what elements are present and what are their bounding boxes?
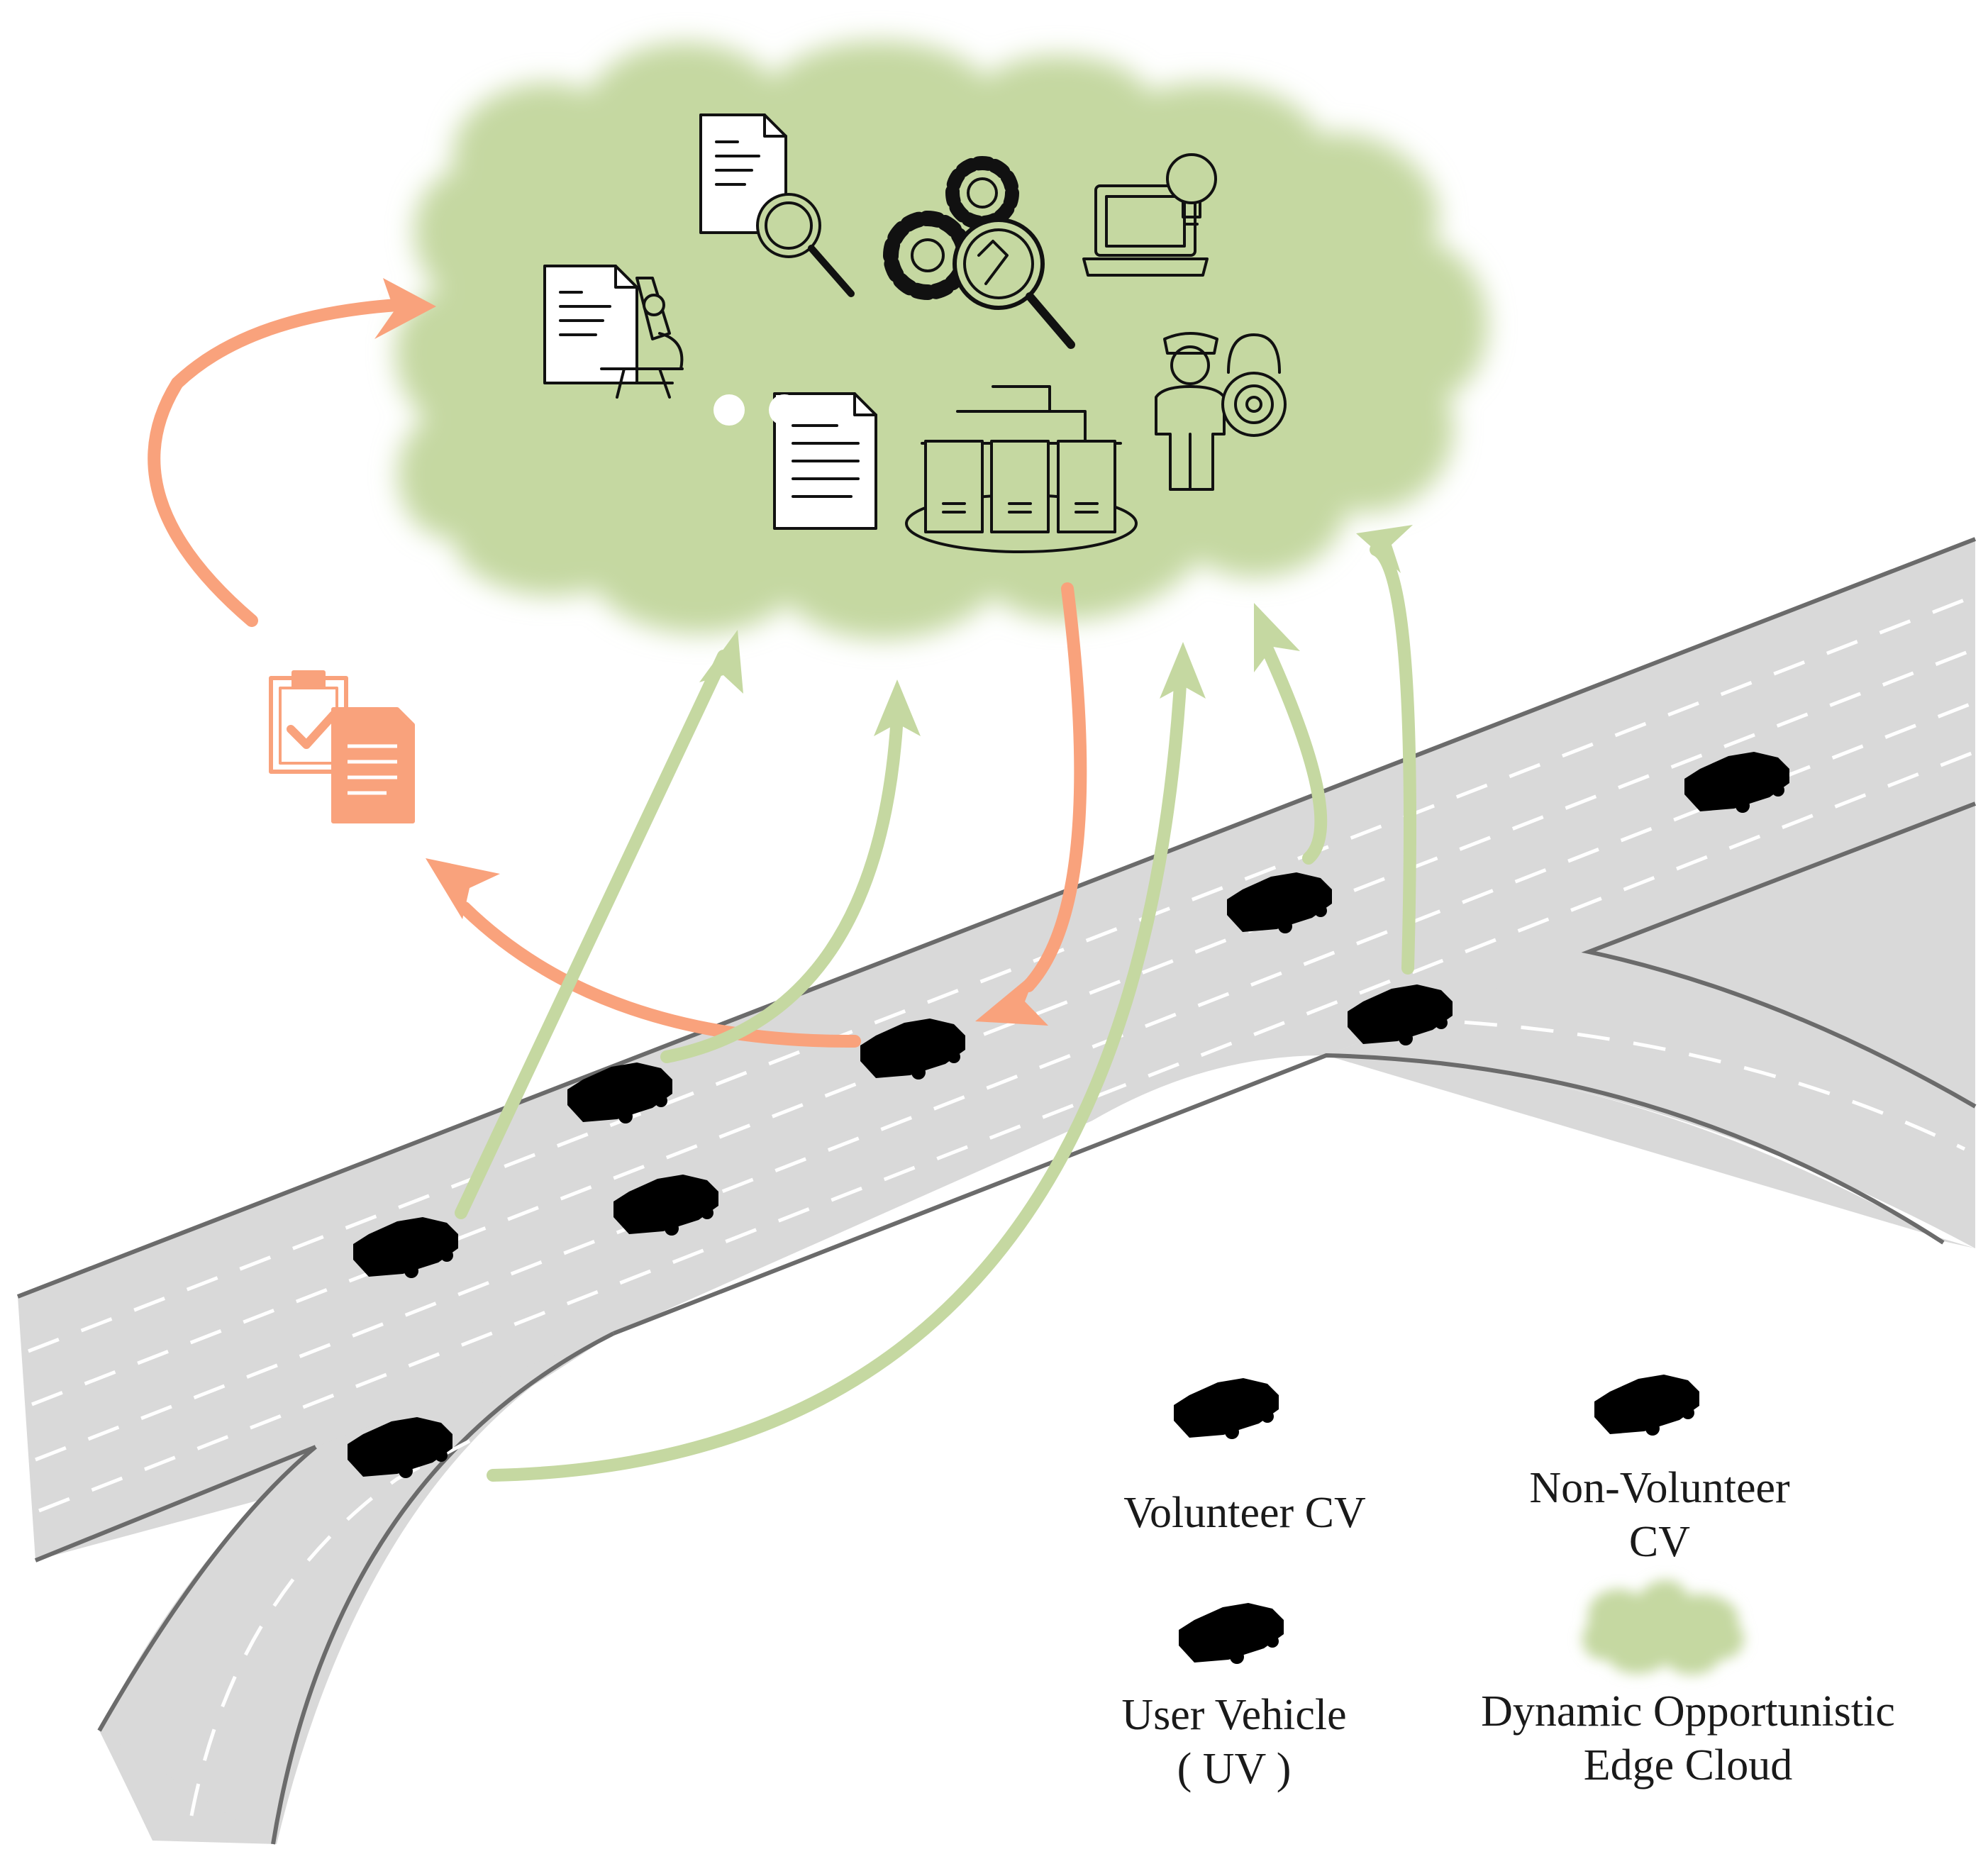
legend-non-volunteer-car-icon [1594,1375,1699,1436]
cv-upload-arrow-2 [660,710,904,1063]
legend-volunteer-car-icon [1174,1378,1279,1439]
laptop-lightbulb-icon [1082,153,1217,277]
cv-upload-arrow-3 [487,667,1187,1482]
legend-label-non-volunteer: Non-Volunteer CV [1529,1464,1790,1566]
cv-upload-arrow-5 [1370,543,1416,975]
legend [1174,1375,1745,1675]
legend-label-cloud: Dynamic Opportunistic Edge Cloud [1481,1687,1895,1789]
server-stack-icon [905,385,1138,553]
edge-cloud [395,40,1488,640]
legend-cloud-icon [1582,1580,1745,1675]
right-branch-road [1326,804,1975,1248]
arrowheads [374,278,1413,1026]
uv-to-results-arrow [458,901,861,1048]
cv-upload-arrow-1 [455,650,730,1219]
main-highway [18,539,1975,1560]
document-icon [773,392,877,530]
cloud-to-uv-arrow [1022,582,1087,992]
legend-label-user-vehicle: User Vehicle ( UV ) [1121,1691,1347,1793]
security-guard-lock-icon [1155,332,1287,491]
road-network [16,537,1977,1845]
gears-search-icon [883,156,1075,349]
request-upload-arrow [148,299,404,627]
ellipsis-dots-icon [713,394,800,426]
document-microscope-icon [543,265,684,399]
legend-user-vehicle-car-icon [1179,1603,1284,1664]
document-search-icon [699,113,855,297]
legend-label-volunteer: Volunteer CV [1123,1489,1366,1537]
arrows [148,299,1416,1482]
cv-upload-arrow-4 [1256,632,1328,865]
clipboard-check-documents-icon [269,670,415,823]
